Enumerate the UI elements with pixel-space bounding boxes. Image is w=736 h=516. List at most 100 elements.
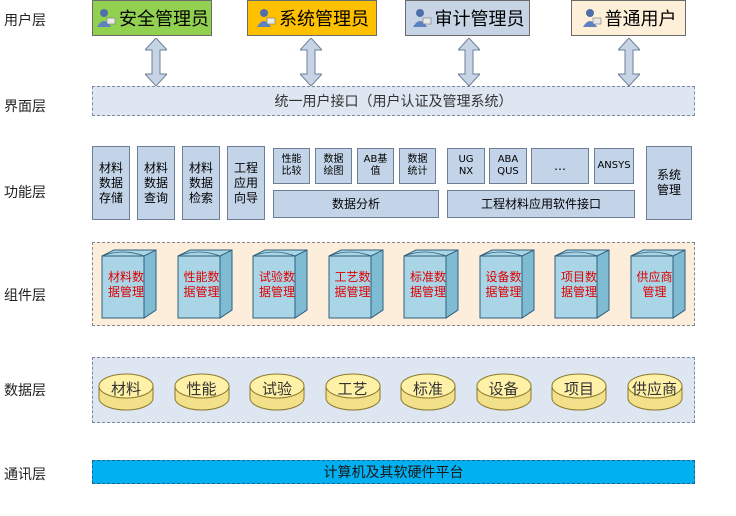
func-text: UG [458, 154, 474, 165]
data-label: 试验 [261, 380, 292, 398]
func-system-management[interactable]: 系统管理 [646, 146, 692, 220]
layer-label-user: 用户层 [4, 13, 46, 29]
user-normal[interactable]: 普通用户 [571, 0, 686, 36]
func-ellipsis[interactable]: … [531, 148, 589, 184]
func-text: 数据 [143, 175, 168, 190]
component-label: 项目数据管理 [560, 270, 597, 299]
func-text: 系统 [656, 168, 681, 182]
component-label: 供应商管理 [636, 270, 673, 299]
book-icon [554, 249, 610, 319]
data-item[interactable]: 工艺 [325, 372, 381, 412]
func-ansys[interactable]: ANSYS [594, 148, 634, 184]
data-label: 材料 [110, 380, 141, 398]
database-icon [627, 373, 682, 411]
func-text: 数据 [98, 175, 123, 190]
book-icon [101, 249, 157, 319]
database-icon [400, 373, 456, 411]
component-item[interactable]: 工艺数据管理 [327, 248, 385, 320]
interface-band: 统一用户接口（用户认证及管理系统） [92, 86, 695, 116]
func-text: AB基 [363, 154, 388, 165]
func-text: 查询 [143, 190, 168, 205]
book-icon [177, 249, 232, 319]
func-text: 存储 [98, 190, 123, 205]
func-query[interactable]: 材料数据查询 [137, 146, 175, 220]
interface-text: 统一用户接口（用户认证及管理系统） [274, 94, 513, 110]
func-compare[interactable]: 性能比较 [273, 148, 310, 184]
layer-label-component: 组件层 [4, 288, 46, 304]
book-icon [479, 249, 534, 319]
book-icon [252, 249, 308, 319]
comm-band: 计算机及其软硬件平台 [92, 460, 695, 484]
user-icon [582, 9, 601, 27]
func-text: 数据 [323, 154, 344, 165]
data-item[interactable]: 供应商 [627, 372, 683, 412]
user-audit-admin[interactable]: 审计管理员 [405, 0, 530, 36]
func-text: 值 [370, 166, 381, 177]
func-text: 管理 [656, 183, 681, 197]
data-label: 设备 [488, 380, 519, 398]
user-label: 安全管理员 [119, 9, 209, 30]
component-label: 设备数据管理 [485, 270, 522, 299]
func-ab-value[interactable]: AB基值 [357, 148, 394, 184]
user-label: 审计管理员 [434, 9, 525, 30]
func-text: 数据 [407, 154, 428, 165]
layer-label-interface: 界面层 [4, 99, 46, 115]
data-label: 工艺 [337, 380, 368, 398]
component-item[interactable]: 性能数据管理 [176, 248, 234, 320]
book-icon [630, 249, 685, 319]
func-plot[interactable]: 数据绘图 [315, 148, 352, 184]
component-label: 材料数据管理 [107, 270, 144, 299]
component-label: 标准数据管理 [409, 270, 446, 299]
data-item[interactable]: 项目 [551, 372, 607, 412]
func-text: 工程材料应用软件接口 [480, 196, 601, 211]
func-text: 材料 [188, 160, 213, 175]
component-item[interactable]: 设备数据管理 [478, 248, 536, 320]
data-item[interactable]: 性能 [174, 372, 230, 412]
component-item[interactable]: 试验数据管理 [251, 248, 309, 320]
double-arrow-icon [145, 38, 167, 86]
func-stats[interactable]: 数据统计 [399, 148, 436, 184]
component-item[interactable]: 项目数据管理 [553, 248, 611, 320]
func-text: 绘图 [323, 166, 344, 177]
func-software-interface[interactable]: 工程材料应用软件接口 [447, 190, 635, 218]
book-icon [403, 249, 459, 319]
func-text: 数据 [188, 175, 213, 190]
func-text: 统计 [407, 166, 428, 177]
data-item[interactable]: 材料 [98, 372, 154, 412]
component-item[interactable]: 标准数据管理 [402, 248, 460, 320]
user-icon [97, 9, 116, 27]
func-storage[interactable]: 材料数据存储 [92, 146, 130, 220]
func-text: ANSYS [597, 160, 631, 171]
func-guide[interactable]: 工程应用向导 [227, 146, 265, 220]
database-icon [325, 373, 380, 411]
double-arrow-icon [458, 38, 480, 86]
component-label: 工艺数据管理 [334, 270, 371, 299]
func-search[interactable]: 材料数据检索 [182, 146, 220, 220]
user-label: 系统管理员 [279, 9, 369, 30]
user-icon [257, 9, 276, 27]
func-text: 工程 [233, 160, 258, 175]
database-icon [551, 373, 607, 411]
func-text: 数据分析 [331, 196, 380, 211]
data-label: 性能 [186, 380, 217, 398]
func-data-analysis[interactable]: 数据分析 [273, 190, 439, 218]
layer-label-comm: 通讯层 [4, 467, 46, 483]
component-item[interactable]: 供应商管理 [629, 248, 687, 320]
func-text: NX [458, 166, 474, 177]
book-icon [328, 249, 383, 319]
data-item[interactable]: 试验 [249, 372, 305, 412]
data-item[interactable]: 标准 [400, 372, 456, 412]
database-icon [249, 373, 305, 411]
component-label: 试验数据管理 [258, 270, 295, 299]
user-system-admin[interactable]: 系统管理员 [247, 0, 377, 36]
database-icon [476, 373, 531, 411]
func-text: 应用 [233, 175, 258, 190]
data-label: 项目 [563, 380, 594, 398]
data-item[interactable]: 设备 [476, 372, 532, 412]
user-security-admin[interactable]: 安全管理员 [92, 0, 212, 36]
layer-label-data: 数据层 [4, 383, 46, 399]
user-icon [412, 9, 431, 27]
component-item[interactable]: 材料数据管理 [100, 248, 158, 320]
